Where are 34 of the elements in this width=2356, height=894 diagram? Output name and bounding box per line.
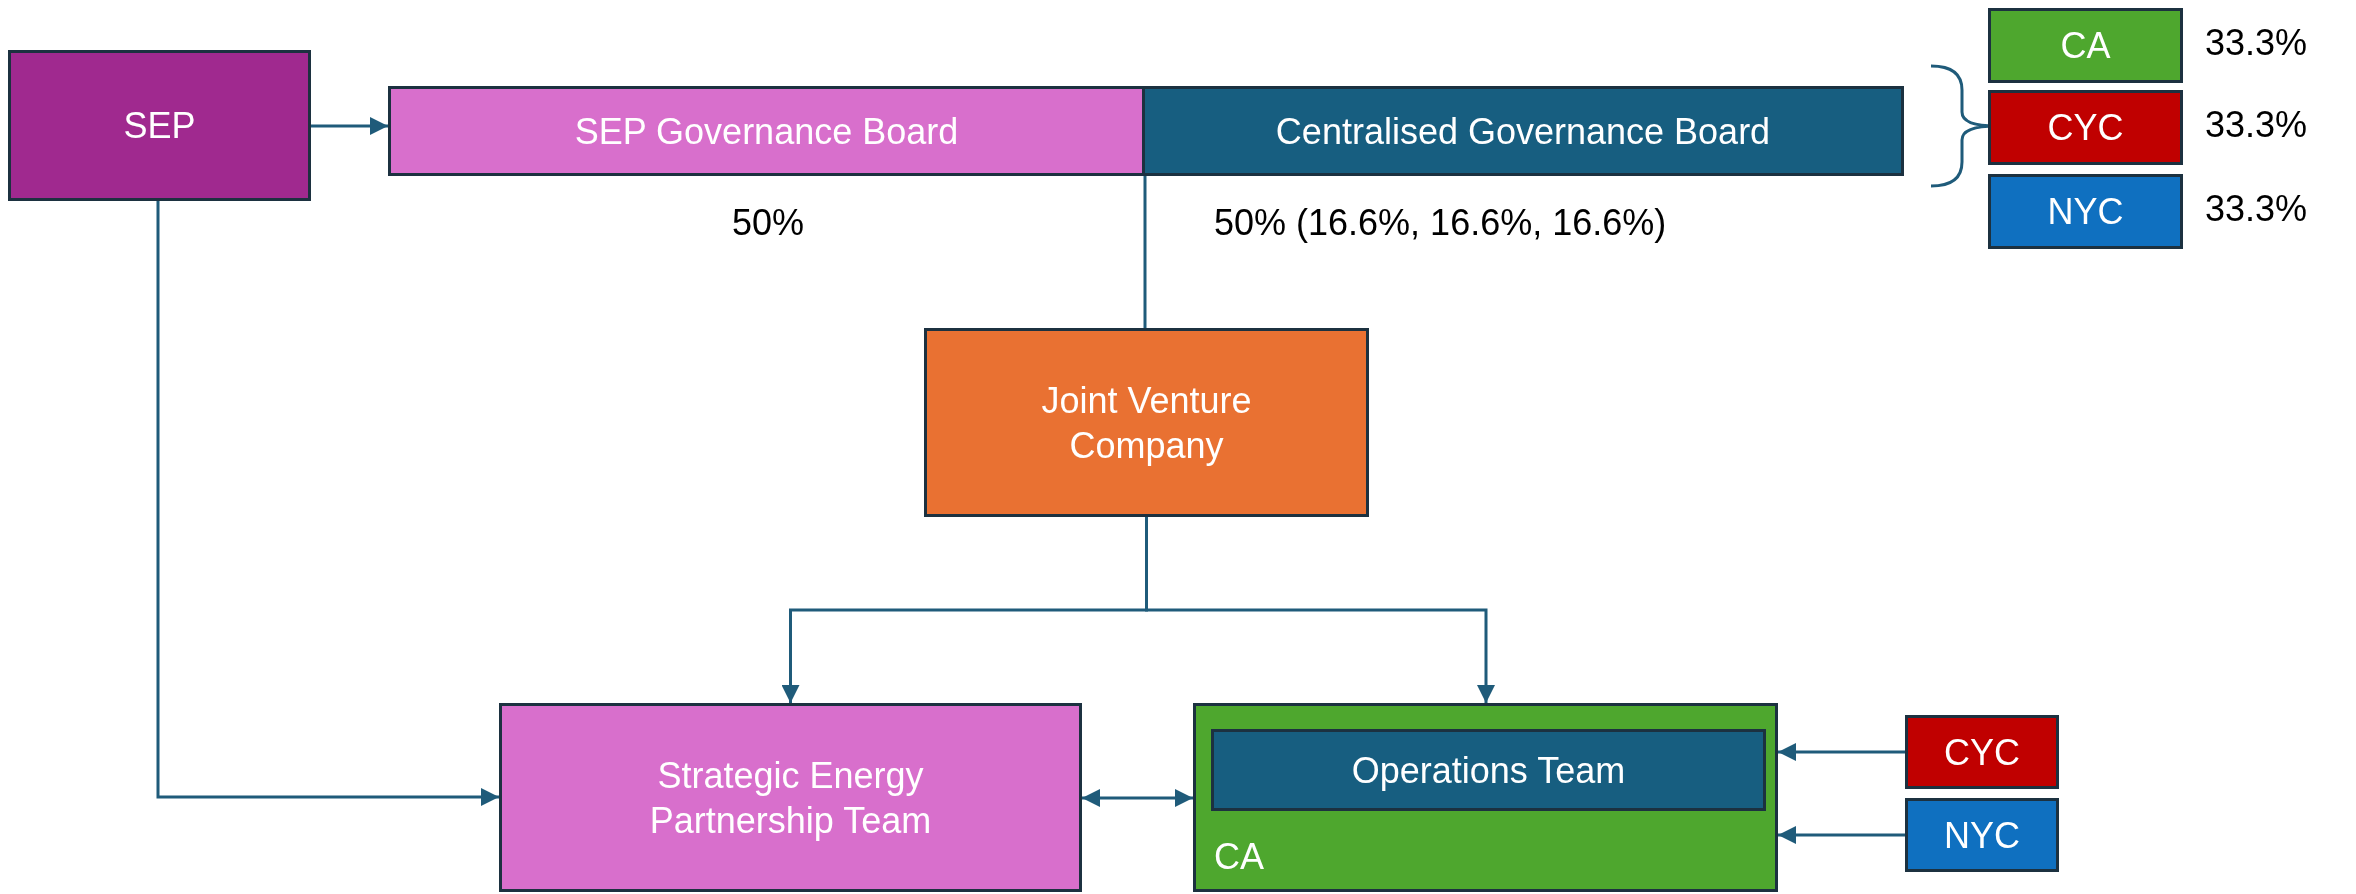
node-label: CYC xyxy=(1944,730,2020,775)
arrow xyxy=(1778,743,1905,761)
member-box xyxy=(1905,798,2059,872)
percentage-label: 33.3% xyxy=(2205,188,2308,230)
board-box xyxy=(388,86,1145,176)
arrow xyxy=(1778,826,1905,844)
entity-box xyxy=(8,50,311,201)
member-box xyxy=(1905,715,2059,789)
node-label: Operations Team xyxy=(1351,748,1626,793)
percentage-label: 50% (16.6%, 16.6%, 16.6%) xyxy=(1214,202,1667,244)
team-container xyxy=(1193,703,1778,892)
node-label: NYC xyxy=(2047,190,2124,234)
team-box xyxy=(499,703,1082,892)
node-label: CYC xyxy=(2047,106,2124,150)
arrow xyxy=(156,201,499,806)
company-box xyxy=(924,328,1369,517)
member-box xyxy=(1988,174,2183,249)
node-label: Strategic Energy Partnership Team xyxy=(648,753,933,843)
node-label: CA xyxy=(2060,24,2111,68)
node-label: Centralised Governance Board xyxy=(1275,109,1771,154)
node-label: CA xyxy=(1214,835,1264,879)
node-label: NYC xyxy=(1944,813,2020,858)
percentage-label: 33.3% xyxy=(2205,22,2308,64)
node-label: SEP xyxy=(123,104,196,148)
percentage-label: 33.3% xyxy=(2205,104,2308,146)
node-label: SEP Governance Board xyxy=(574,109,959,154)
member-box xyxy=(1988,8,2183,83)
percentage-label: 50% xyxy=(732,202,805,244)
arrow xyxy=(311,117,388,135)
team-box xyxy=(1211,729,1766,811)
node-label: Joint Venture Company xyxy=(1040,378,1253,468)
member-box xyxy=(1988,90,2183,165)
board-box xyxy=(1145,86,1904,176)
arrow xyxy=(1082,789,1193,807)
